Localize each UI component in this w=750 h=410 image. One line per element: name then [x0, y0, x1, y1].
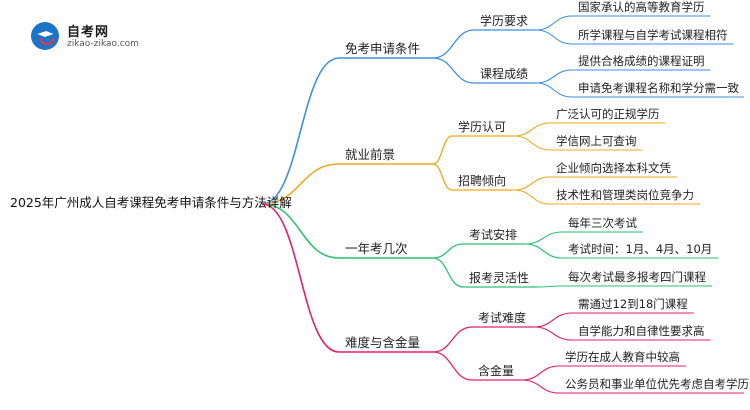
sub-branch-label: 含金量: [478, 364, 515, 378]
leaf-label: 企业倾向选择本科文凭: [556, 161, 671, 175]
logo-domain: zikao-zikao.com: [67, 39, 139, 49]
connector-line: [432, 57, 475, 84]
logo-title: 自考网: [67, 25, 110, 40]
branch-4-label: 难度与含金量: [345, 335, 421, 350]
connector-line: [432, 243, 464, 259]
connector-line: [261, 163, 340, 205]
connector-line: [432, 257, 464, 288]
connector-line: [536, 82, 573, 98]
leaf-label: 申请免考课程名称和学分需一致: [578, 81, 739, 95]
leaf-label: 所学课程与自学考试课程相符: [578, 28, 728, 42]
connector-line: [432, 29, 475, 59]
connector-line: [432, 326, 473, 353]
leaf-label: 学历在成人教育中较高: [565, 350, 680, 364]
connector-line: [534, 326, 573, 341]
connector-line: [534, 312, 573, 328]
connector-line: [514, 135, 551, 151]
sub-branch-label: 课程成绩: [480, 67, 529, 81]
connector-line: [261, 203, 340, 259]
connector-line: [261, 57, 340, 205]
site-logo[interactable]: 自考网 zikao-zikao.com: [27, 18, 157, 58]
leaf-label: 技术性和管理类岗位竞争力: [556, 188, 694, 202]
connector-line: [261, 203, 340, 353]
sub-branch-label: 考试难度: [478, 311, 527, 325]
leaf-label: 公务员和事业单位优先考虑自考学历: [565, 377, 749, 391]
connector-line: [522, 365, 560, 381]
sub-branch-label: 报考灵活性: [469, 271, 530, 285]
leaf-label: 学信网上可查询: [556, 134, 637, 148]
sub-branch-label: 招聘倾向: [458, 174, 507, 188]
connector-line: [514, 176, 551, 191]
sub-branch-label: 学历认可: [458, 120, 507, 134]
leaf-label: 每年三次考试: [568, 216, 637, 230]
branch-3-label: 一年考几次: [345, 241, 408, 256]
leaf-label: 考试时间：1月、4月、10月: [568, 242, 713, 256]
connector-line: [514, 189, 551, 205]
connector-line: [536, 15, 573, 31]
branch-1-label: 免考申请条件: [345, 41, 421, 56]
connector-line: [536, 29, 573, 45]
connector-line: [432, 135, 453, 165]
connector-line: [514, 122, 551, 137]
sub-branch-label: 考试安排: [469, 228, 518, 242]
connector-line: [522, 379, 560, 394]
connector-line: [432, 351, 473, 381]
connector-line: [525, 243, 563, 259]
leaf-label: 广泛认可的正规学历: [556, 107, 660, 121]
graduation-cap-icon: [31, 22, 59, 50]
connector-line: [432, 163, 453, 191]
sub-branch-label: 学历要求: [480, 14, 529, 28]
leaf-label: 需通过12到18门课程: [578, 297, 688, 311]
leaf-label: 每次考试最多报考四门课程: [568, 270, 706, 284]
root-topic: 2025年广州成人自考课程免考申请条件与方法详解: [10, 195, 292, 210]
connector-line: [536, 69, 573, 84]
connector-line: [525, 231, 563, 245]
leaf-label: 提供合格成绩的课程证明: [578, 54, 705, 68]
leaf-label: 国家承认的高等教育学历: [578, 0, 705, 14]
connector-line: [537, 285, 563, 288]
branch-2-label: 就业前景: [345, 147, 396, 162]
leaf-label: 自学能力和自律性要求高: [578, 324, 705, 338]
